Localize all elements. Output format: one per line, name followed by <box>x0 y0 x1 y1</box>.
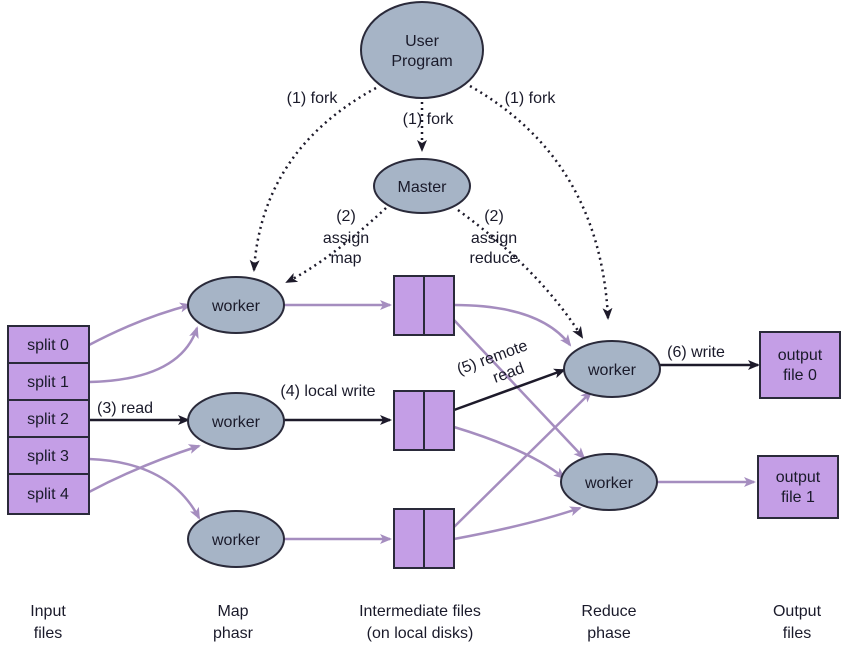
assign-reduce-label-line2: assign <box>471 230 517 247</box>
split1-to-worker-edge <box>88 326 199 384</box>
user-program-label-line1: User <box>405 33 439 50</box>
fork-center-label: (1) fork <box>403 111 455 128</box>
split-box <box>7 436 90 475</box>
assign-reduce-label-line3: reduce <box>470 250 519 267</box>
intermediate1-to-reduce2-edge <box>453 319 586 460</box>
fork-edge-left <box>249 86 377 272</box>
intermediate-file-3 <box>393 508 455 569</box>
intermediate3-to-reduce2-edge <box>453 506 582 541</box>
map-phase-line1: Map <box>217 603 248 620</box>
assign-map-label-line3: map <box>330 250 361 267</box>
map-worker-1-label: worker <box>211 298 261 315</box>
split3-to-worker-edge <box>88 457 201 520</box>
split-label: split 4 <box>27 486 69 503</box>
output-file-1-label-line2: file 1 <box>781 489 815 506</box>
input-phase-line1: Input <box>30 603 66 620</box>
split-box <box>7 362 90 401</box>
split4-to-worker-edge <box>88 444 201 494</box>
map-phase-line2: phasr <box>213 625 254 642</box>
user-program-node: User Program <box>360 1 484 99</box>
input-splits: split 0 split 1 split 2 split 3 split 4 <box>7 325 90 515</box>
split0-to-worker-edge <box>88 302 192 347</box>
master-label: Master <box>398 179 448 196</box>
intermediate-phase-line2: (on local disks) <box>367 625 474 642</box>
split-box <box>7 325 90 364</box>
assign-reduce-label-line1: (2) <box>484 208 504 225</box>
fork-edges <box>249 84 613 320</box>
output-file-0-label-line2: file 0 <box>783 367 817 384</box>
assign-map-label-line1: (2) <box>336 208 356 225</box>
read-label: (3) read <box>97 400 153 417</box>
user-program-label-line2: Program <box>391 53 452 70</box>
split-label: split 0 <box>27 337 69 354</box>
split-label: split 1 <box>27 374 69 391</box>
output-file-0: output file 0 <box>759 331 841 399</box>
reduce-worker-2: worker <box>560 453 658 511</box>
phase-captions: Input files Map phasr Intermediate files… <box>30 603 821 642</box>
output-phase-line2: files <box>783 625 811 642</box>
map-worker-2-label: worker <box>211 414 261 431</box>
output-file-1: output file 1 <box>757 455 839 519</box>
reduce-worker-1-label: worker <box>587 362 637 379</box>
reduce-worker-1: worker <box>563 340 661 398</box>
fork-left-label: (1) fork <box>287 90 339 107</box>
output-file-1-label-line1: output <box>776 469 821 486</box>
intermediate-file-1 <box>393 275 455 336</box>
write-label: (6) write <box>667 344 725 361</box>
remote-read-edge <box>453 368 566 412</box>
map-worker-3: worker <box>187 510 285 568</box>
input-phase-line2: files <box>34 625 62 642</box>
local-write-label: (4) local write <box>280 383 375 400</box>
intermediate3-to-reduce1-edge <box>453 390 593 528</box>
reduce-phase-line1: Reduce <box>581 603 636 620</box>
split-box <box>7 473 90 515</box>
intermediate-phase-line1: Intermediate files <box>359 603 481 620</box>
highlighted-edges <box>89 360 760 425</box>
reduce-worker-2-label: worker <box>584 475 634 492</box>
map-worker-2: worker <box>187 392 285 450</box>
output-phase-line1: Output <box>773 603 822 620</box>
split-label: split 3 <box>27 448 69 465</box>
intermediate-file-2 <box>393 390 455 451</box>
remote-read-label: (5) remote read <box>455 337 530 386</box>
assign-map-label-line2: assign <box>323 230 369 247</box>
master-node: Master <box>373 158 471 214</box>
map-worker-1: worker <box>187 276 285 334</box>
intermediate1-to-reduce1-edge <box>453 303 572 347</box>
fork-right-label: (1) fork <box>505 90 557 107</box>
fork-edge-right <box>469 84 613 320</box>
output-file-0-label-line1: output <box>778 347 823 364</box>
reduce-phase-line2: phase <box>587 625 631 642</box>
map-worker-3-label: worker <box>211 532 261 549</box>
data-flow-edges <box>88 300 756 544</box>
intermediate2-to-reduce2-edge <box>453 425 566 480</box>
split-label: split 2 <box>27 411 69 428</box>
split-box <box>7 399 90 438</box>
